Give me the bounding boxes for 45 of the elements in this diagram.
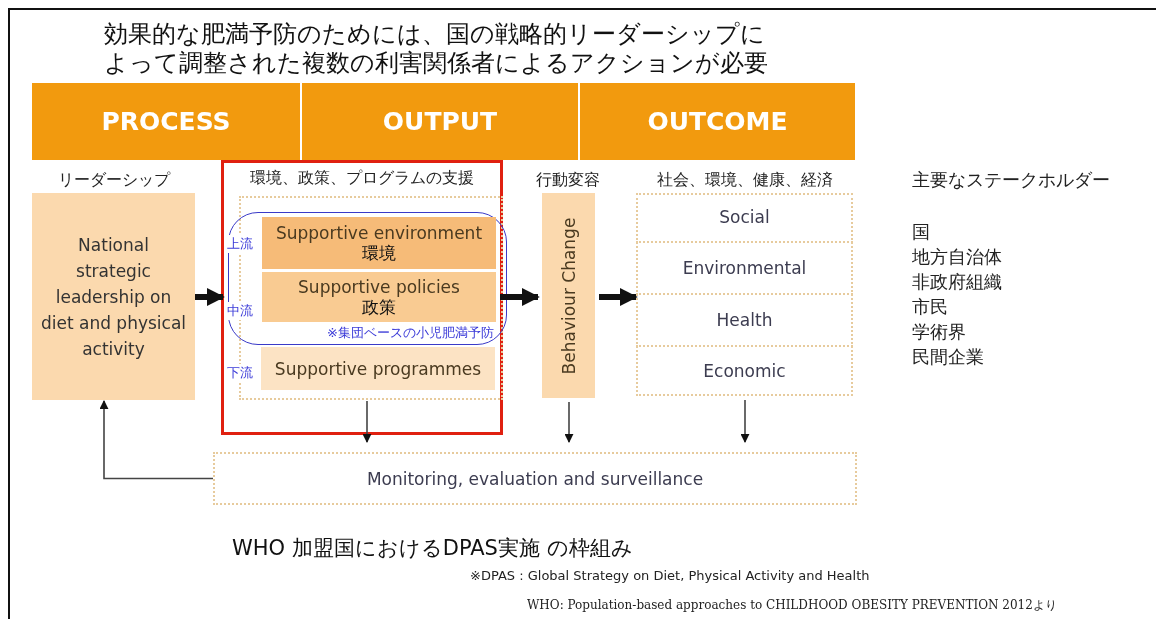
japanese-label: 環境 [362,243,396,263]
stream-label: 下流 [227,364,253,382]
list-item: 非政府組織 [912,270,1002,294]
arrow [500,288,540,306]
heading: リーダーシップ [56,170,172,191]
arrow [564,401,574,443]
arrow [362,400,372,443]
heading: 社会、環境、健康、経済 [655,170,834,191]
source-note: WHO: Population-based approaches to CHILDHOOD OBESITY PREVENTION 2012より [527,597,1057,614]
outcome-cell: Health [636,295,853,347]
outcome-cell: Economic [636,347,853,396]
list-item: 学術界 [912,320,966,344]
stream-label: 上流 [227,235,253,253]
list-item: 国 [912,220,930,244]
box-text: National strategic leadership on diet and physical activity [39,233,188,361]
footnote: ※DPAS : Global Strategy on Diet, Physical Activity and Health [470,568,870,583]
rounded-outline [228,212,507,345]
arrow [740,399,750,443]
arrow [599,288,638,306]
arrow [99,400,214,480]
title: 効果的な肥満予防のためには、国の戦略的リーダーシップによって調整された複数の利害関係者によるアクションが必要 [104,20,769,78]
outcome-cell: Social [636,193,853,243]
box-text: Supportive environment [275,223,483,243]
column-header: OUTPUT [302,83,578,160]
list-item: 地方自治体 [912,245,1002,269]
vertical-text: Behaviour Change [558,217,579,374]
outcome-cell: Environmental [636,243,853,295]
arrow [195,288,225,306]
column-header: PROCESS [32,83,300,160]
list-item: 市民 [912,295,948,319]
support-box [262,217,496,269]
list-heading: 主要なステークホルダー [912,168,1110,192]
heading: 環境、政策、プログラムの支援 [249,168,475,189]
list-item: 民間企業 [912,345,984,369]
support-box [261,347,495,390]
column-header: OUTCOME [580,83,855,160]
support-box [262,272,496,322]
box-text: Supportive programmes [274,358,482,379]
monitoring-box: Monitoring, evaluation and surveillance [213,452,857,505]
stream-label: 中流 [227,302,253,320]
box-text: Supportive policies [298,277,460,297]
caption: WHO 加盟国におけるDPAS実施 の枠組み [232,535,633,562]
note-text: ※集団ベースの小児肥満予防 [327,324,494,342]
japanese-label: 政策 [362,297,396,317]
heading: 行動変容 [535,170,601,191]
